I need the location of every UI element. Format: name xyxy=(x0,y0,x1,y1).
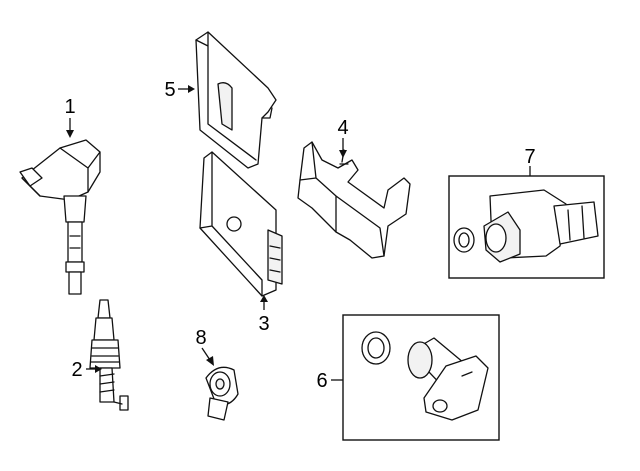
callout-8: 8 xyxy=(195,327,206,349)
callout-7: 7 xyxy=(524,146,535,168)
ecm-module xyxy=(199,151,283,297)
callout-1: 1 xyxy=(64,96,75,118)
callout-5: 5 xyxy=(164,79,175,101)
knock-sensor xyxy=(205,366,239,421)
spark-plug xyxy=(89,299,129,411)
callout-2: 2 xyxy=(71,359,82,381)
leader-lines xyxy=(66,85,531,381)
camshaft-sensor xyxy=(453,189,599,263)
ignition-coil xyxy=(19,139,101,295)
callout-labels: 1 2 3 4 5 6 7 8 xyxy=(64,79,535,392)
bracket xyxy=(297,141,411,259)
callout-6: 6 xyxy=(316,370,327,392)
callout-3: 3 xyxy=(258,313,269,335)
ecm-cover xyxy=(195,31,277,169)
crankshaft-sensor xyxy=(361,331,489,421)
callout-4: 4 xyxy=(337,117,348,139)
